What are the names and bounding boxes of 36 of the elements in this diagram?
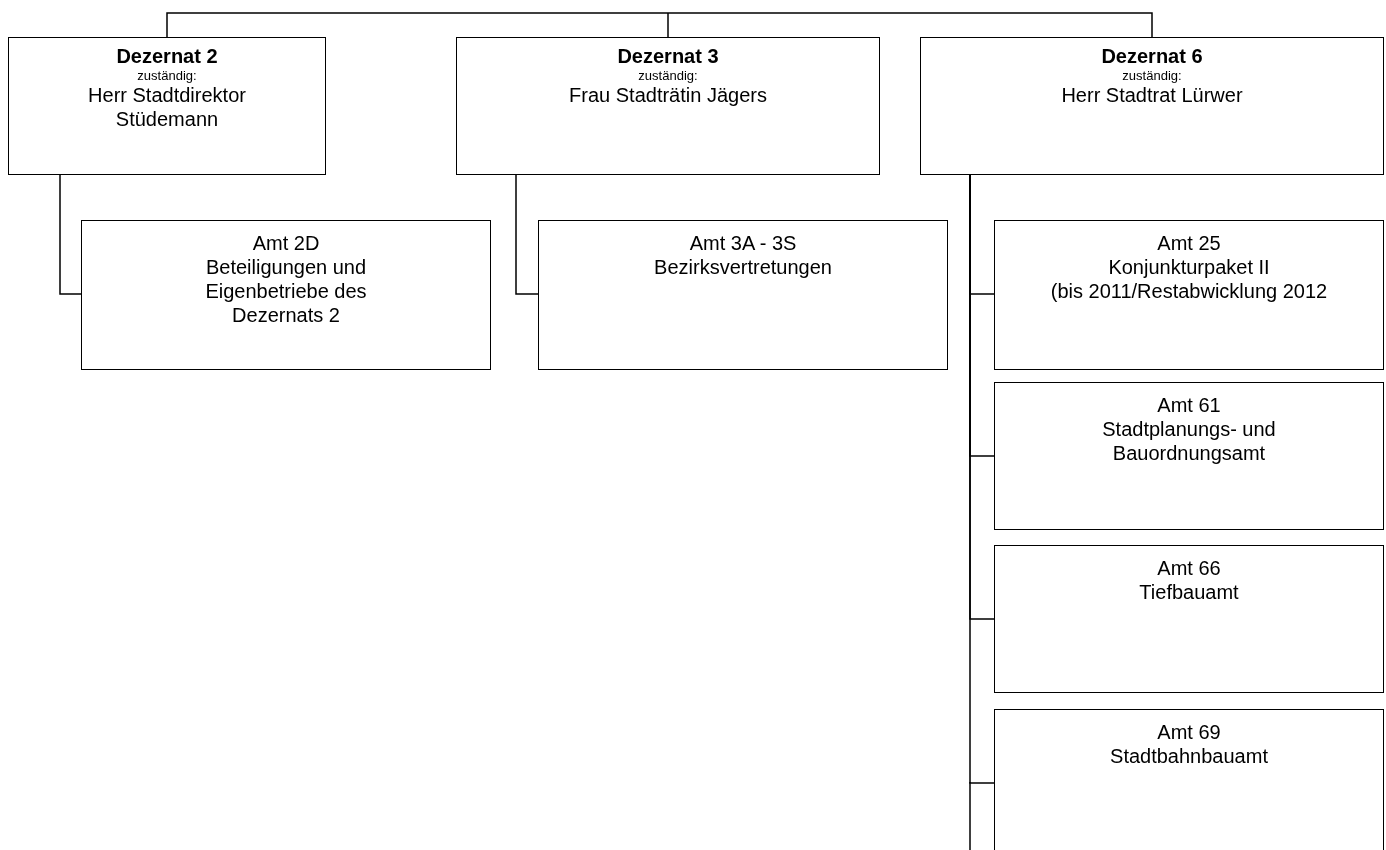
office-number: Amt 2D	[252, 231, 320, 255]
office-box	[994, 545, 1384, 693]
department-box	[8, 37, 326, 175]
connector-line	[667, 12, 669, 38]
office-name: Beteiligungen und Eigenbetriebe des Dezernats 2	[204, 255, 368, 327]
office-number: Amt 69	[1157, 720, 1221, 744]
office-box	[994, 220, 1384, 370]
connector-line	[515, 174, 539, 295]
responsibility-label: zuständig:	[638, 68, 698, 83]
connector-line	[166, 12, 669, 38]
office-number: Amt 61	[1157, 393, 1221, 417]
office-box	[81, 220, 491, 370]
office-number: Amt 3A - 3S	[689, 231, 797, 255]
office-name: (bis 2011/Restabwicklung 2012	[1050, 279, 1328, 303]
responsibility-label: zuständig:	[137, 68, 197, 83]
connector-line	[667, 12, 1153, 38]
office-name: Bezirksvertretungen	[654, 255, 832, 279]
office-number: Amt 66	[1157, 556, 1221, 580]
department-box	[456, 37, 880, 175]
office-name: Konjunkturpaket II	[1108, 255, 1270, 279]
department-title: Dezernat 6	[1101, 44, 1203, 68]
office-name: Tiefbauamt	[1139, 580, 1239, 604]
person-name: Herr Stadtrat Lürwer	[1061, 83, 1243, 107]
responsibility-label: zuständig:	[1122, 68, 1182, 83]
person-name: Herr Stadtdirektor Stüdemann	[87, 83, 247, 131]
office-box	[994, 382, 1384, 530]
office-name: Stadtplanungs- und Bauordnungsamt	[1101, 417, 1277, 465]
department-title: Dezernat 2	[116, 44, 218, 68]
office-box	[538, 220, 948, 370]
office-box	[994, 709, 1384, 850]
connector-line	[59, 174, 82, 295]
person-name: Frau Stadträtin Jägers	[569, 83, 767, 107]
office-name: Stadtbahnbauamt	[1110, 744, 1268, 768]
department-box	[920, 37, 1384, 175]
department-title: Dezernat 3	[617, 44, 719, 68]
office-number: Amt 25	[1157, 231, 1221, 255]
